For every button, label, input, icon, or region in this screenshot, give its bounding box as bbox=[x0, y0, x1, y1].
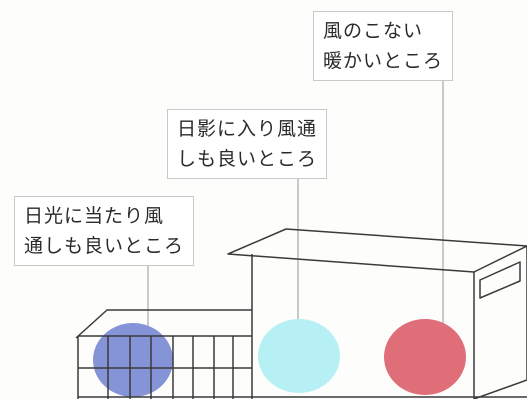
label-no-wind-warm-line2: 暖かいところ bbox=[323, 50, 444, 72]
house-side-base bbox=[473, 379, 527, 399]
label-no-wind-warm-line1: 風のこない bbox=[323, 20, 424, 42]
label-sunny-breezy: 日光に当たり風 通しも良いところ bbox=[14, 196, 195, 266]
roof bbox=[227, 228, 527, 273]
label-shady-breezy: 日影に入り風通 しも良いところ bbox=[167, 109, 328, 179]
warm-still-spot bbox=[384, 319, 466, 395]
deck-top bbox=[75, 309, 252, 339]
house-outline bbox=[75, 228, 527, 399]
label-no-wind-warm: 風のこない 暖かいところ bbox=[313, 11, 454, 81]
label-sunny-breezy-line1: 日光に当たり風 bbox=[24, 205, 165, 227]
side-window bbox=[479, 261, 521, 299]
label-sunny-breezy-line2: 通しも良いところ bbox=[24, 235, 185, 257]
label-shady-breezy-line1: 日影に入り風通 bbox=[177, 118, 318, 140]
label-shady-breezy-line2: しも良いところ bbox=[177, 148, 318, 170]
shady-breezy-spot bbox=[258, 319, 340, 393]
sunny-breezy-spot bbox=[93, 323, 173, 397]
